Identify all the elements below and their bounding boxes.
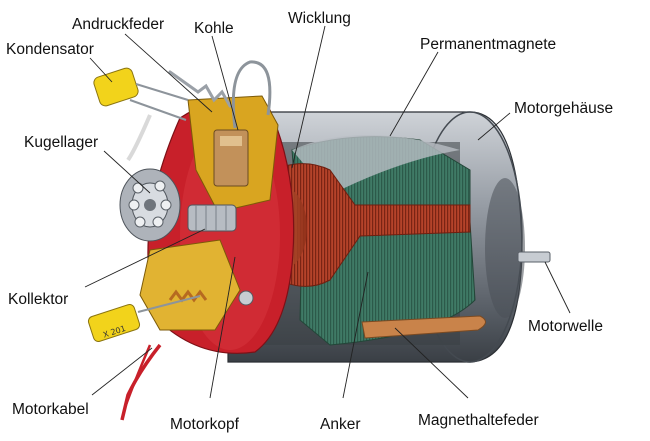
label-kugellager: Kugellager bbox=[24, 134, 98, 151]
label-motorkopf: Motorkopf bbox=[170, 416, 240, 433]
label-motorwelle: Motorwelle bbox=[528, 318, 603, 335]
label-anker: Anker bbox=[320, 416, 361, 433]
leader-lines bbox=[84, 25, 571, 399]
commutator bbox=[187, 204, 237, 232]
motor-cable bbox=[120, 343, 162, 421]
label-kondensator: Kondensator bbox=[6, 41, 94, 58]
brush-wire bbox=[231, 60, 272, 129]
label-wicklung: Wicklung bbox=[288, 10, 351, 27]
label-motorgehaeuse: Motorgehäuse bbox=[514, 100, 613, 117]
motor-body bbox=[119, 60, 551, 363]
pressure-spring bbox=[168, 70, 232, 108]
capacitor-top bbox=[93, 67, 189, 121]
label-andruckfeder: Andruckfeder bbox=[72, 16, 164, 33]
label-motorkabel: Motorkabel bbox=[12, 401, 89, 418]
ball-bearing bbox=[119, 168, 181, 242]
label-permanentmagnete: Permanentmagnete bbox=[420, 36, 556, 53]
label-magnethaltefeder: Magnethaltefeder bbox=[418, 412, 539, 429]
magnet-spring bbox=[361, 315, 486, 339]
motor-shaft bbox=[517, 251, 551, 263]
label-kohle: Kohle bbox=[194, 20, 234, 37]
labels: Andruckfeder Kohle Wicklung Permanentmag… bbox=[6, 10, 613, 433]
label-kollektor: Kollektor bbox=[8, 291, 68, 308]
